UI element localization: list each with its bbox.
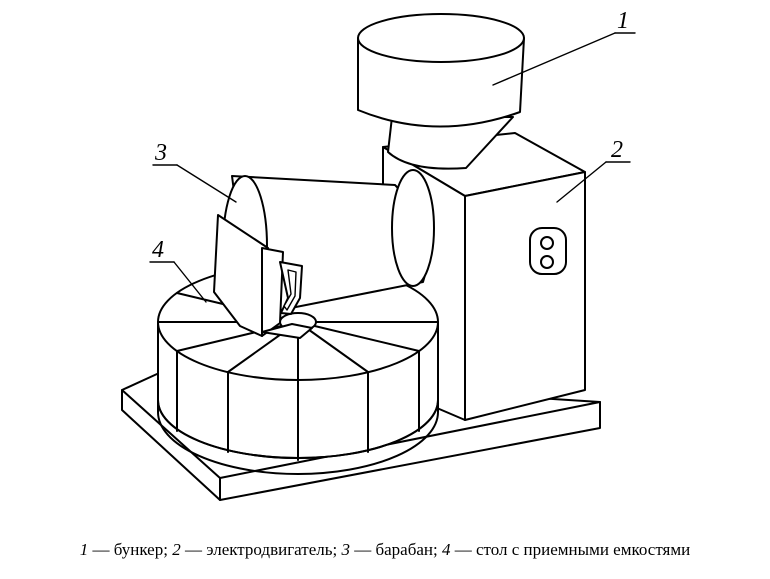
drum: [213, 169, 435, 337]
caption-separator: ;: [433, 540, 442, 559]
figure-caption: 1 — бункер; 2 — электродвигатель; 3 — ба…: [0, 540, 770, 560]
caption-text-1: бункер: [113, 540, 164, 559]
callout-3: 3: [154, 140, 167, 166]
callout-2: 2: [611, 137, 623, 163]
leader-lines: [149, 32, 636, 303]
caption-number-1: 1: [79, 540, 89, 559]
switch-plate: [529, 227, 567, 275]
callout-1: 1: [617, 8, 629, 34]
caption-dash: —: [349, 540, 376, 559]
machine-diagram: 1 2 3 4: [121, 8, 636, 501]
caption-dash: —: [88, 540, 114, 559]
caption-number-2: 2: [172, 540, 181, 559]
feed-chute: [261, 261, 313, 339]
callout-4: 4: [152, 237, 164, 263]
switch-button-top: [540, 236, 554, 250]
switch-button-bottom: [540, 255, 554, 269]
caption-separator: ;: [332, 540, 342, 559]
caption-text-4: стол с приемными емкостями: [476, 540, 691, 559]
caption-dash: —: [180, 540, 207, 559]
caption-number-4: 4: [442, 540, 451, 559]
caption-dash: —: [450, 540, 476, 559]
caption-text-3: барабан: [375, 540, 434, 559]
caption-separator: ;: [163, 540, 173, 559]
hopper: [357, 13, 525, 170]
drum-mount-ring: [391, 169, 435, 287]
caption-number-3: 3: [341, 540, 350, 559]
caption-text-2: электродвигатель: [206, 540, 333, 559]
